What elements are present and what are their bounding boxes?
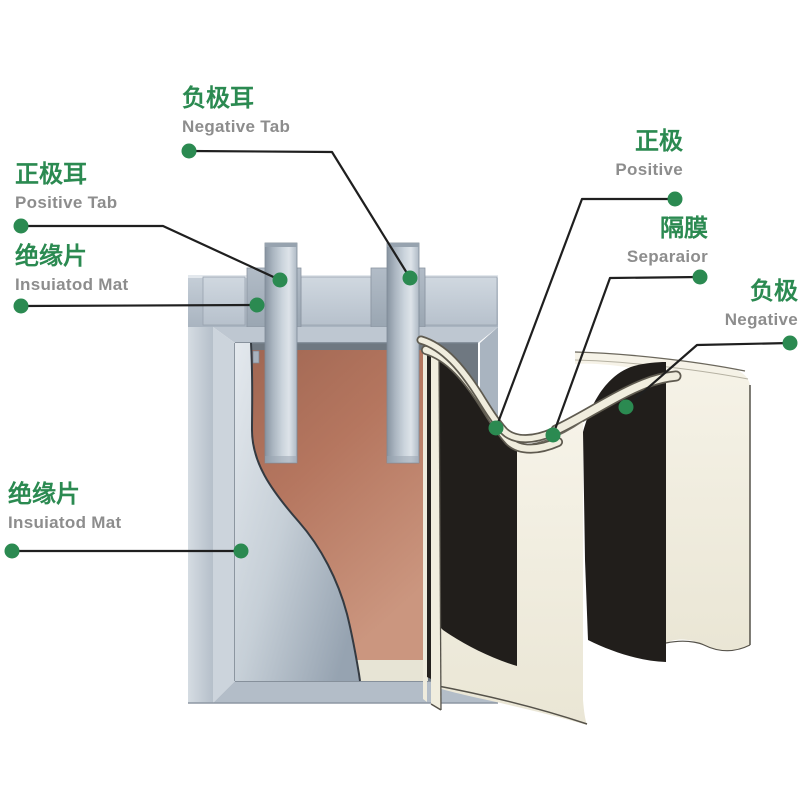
pouch-band-block-left	[202, 276, 246, 326]
dot-positive-label	[667, 191, 683, 207]
label-negative-tab: 负极耳 Negative Tab	[182, 85, 291, 136]
negative-tab-foot	[387, 456, 419, 463]
label-separator-en: Separaior	[626, 246, 708, 266]
pouch-band-block-right	[424, 276, 498, 326]
pouch-left-edge	[188, 327, 213, 703]
dot-negative-label	[782, 335, 798, 351]
label-separator: 隔膜 Separaior	[626, 215, 708, 266]
leader-lines	[12, 149, 791, 553]
stack-edge-strip-1	[423, 352, 427, 702]
label-negative-tab-zh: 负极耳	[182, 85, 254, 112]
label-insulation-mat-top-zh: 绝缘片	[15, 243, 87, 270]
positive-tab-cap	[265, 243, 297, 247]
dot-positive-tab-target	[272, 272, 288, 288]
leader-separator	[551, 275, 701, 436]
dot-insulation-bottom-label	[4, 543, 20, 559]
pouch-top-bevel	[213, 327, 498, 343]
label-insulation-mat-bottom-en: Insuiatod Mat	[8, 512, 122, 532]
label-positive-tab: 正极耳 Positive Tab	[15, 161, 118, 212]
label-negative: 负极 Negative	[724, 278, 798, 329]
dot-insulation-bottom-target	[233, 543, 249, 559]
positive-tab-foot	[265, 456, 297, 463]
cell-bottom-edge-strip	[350, 660, 428, 681]
top-band-b	[418, 337, 556, 442]
leader-positive-tab	[21, 224, 281, 281]
positive-electrode-sheet	[431, 356, 517, 666]
separator-front-bottom-edge	[432, 684, 588, 725]
insulation-mat-sheet	[235, 343, 360, 681]
insulation-mat-edge	[250, 342, 361, 682]
label-positive-en: Positive	[615, 159, 683, 179]
dot-negative-tab-label	[181, 143, 197, 159]
pouch-band-highlight	[188, 275, 498, 278]
separator-rear-bottom-edge	[665, 640, 751, 652]
leader-negative	[625, 341, 791, 408]
stack-edge-strip-line	[438, 355, 442, 711]
label-insulation-mat-bottom: 绝缘片 Insuiatod Mat	[8, 481, 122, 532]
leader-negative-tab	[188, 149, 411, 279]
dot-negative-target	[618, 399, 634, 415]
separator-fold-band	[552, 372, 680, 434]
dot-insulation-top-target	[249, 297, 265, 313]
dot-insulation-top-label	[13, 298, 29, 314]
dot-separator-target	[545, 427, 561, 443]
callout-dots	[4, 143, 798, 559]
stack-edge-strip-2	[427, 353, 431, 679]
pouch-band-block-middle	[300, 276, 372, 326]
negative-electrode-sheet	[583, 362, 666, 662]
label-insulation-mat-top-en: Insuiatod Mat	[15, 274, 129, 294]
label-separator-zh: 隔膜	[660, 215, 708, 242]
separator-sheet-rear	[575, 352, 750, 651]
foil-nub-2	[252, 350, 260, 364]
negative-tab-cap	[387, 243, 419, 247]
label-negative-zh: 负极	[750, 278, 798, 305]
label-positive-tab-en: Positive Tab	[15, 192, 118, 212]
label-positive: 正极 Positive	[615, 128, 683, 179]
leader-positive	[494, 197, 675, 429]
label-insulation-mat-bottom-zh: 绝缘片	[8, 481, 80, 508]
label-positive-tab-zh: 正极耳	[15, 161, 87, 188]
stack-edge-bottom-line	[430, 703, 442, 711]
label-negative-tab-en: Negative Tab	[182, 116, 291, 136]
stack-edge-strip-3	[431, 354, 441, 710]
pouch-left-bevel	[213, 327, 235, 703]
dot-positive-target	[488, 420, 504, 436]
separator-rear-top-line	[574, 351, 746, 372]
dot-separator-label	[692, 269, 708, 285]
dot-negative-tab-target	[402, 270, 418, 286]
layer-stack	[416, 335, 751, 725]
label-insulation-mat-top: 绝缘片 Insuiatod Mat	[15, 243, 129, 294]
dot-positive-tab-label	[13, 218, 29, 234]
leader-insulation-mat-top	[20, 303, 258, 308]
label-negative-en: Negative	[724, 309, 798, 329]
label-positive-zh: 正极	[635, 128, 683, 155]
